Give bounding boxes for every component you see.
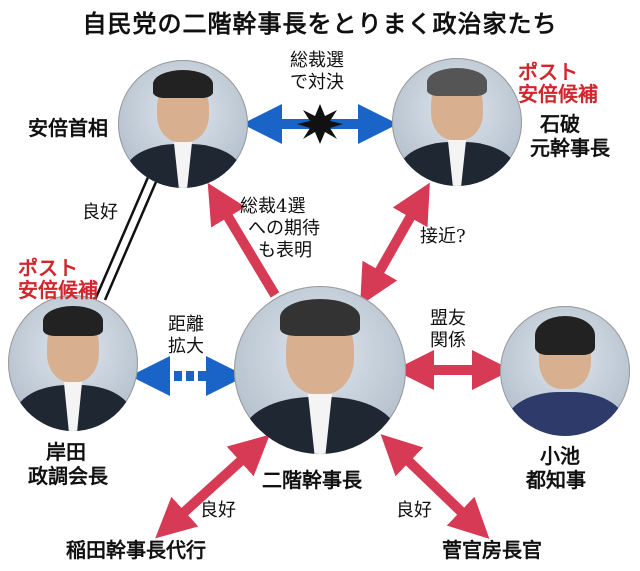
label-koike-line1: 小池 <box>540 444 580 468</box>
tag-kishida-line2: 安倍候補 <box>18 278 98 302</box>
label-abe: 安倍首相 <box>28 116 108 140</box>
page-title: 自民党の二階幹事長をとりまく政治家たち <box>82 10 558 38</box>
arrow-nikai-inada <box>155 434 270 539</box>
label-ishiba-line2: 元幹事長 <box>530 136 610 160</box>
clash-burst-icon <box>297 104 343 144</box>
note-nikai-abe-line1: 総裁4選 <box>240 196 306 217</box>
arrow-nikai-abe <box>207 182 280 298</box>
label-nikai: 二階幹事長 <box>262 468 362 492</box>
label-koike-line2: 都知事 <box>526 468 586 492</box>
label-ishiba-line1: 石破 <box>540 112 580 136</box>
line-abe-kishida-b <box>103 167 164 301</box>
tag-ishiba-line2: 安倍候補 <box>518 82 598 106</box>
note-nikai-koike-line2: 関係 <box>430 330 466 351</box>
photo-abe <box>118 60 248 188</box>
label-suga: 菅官房長官 <box>442 538 542 562</box>
photo-kishida <box>8 295 138 431</box>
note-nikai-abe-line2: への期待 <box>248 218 320 239</box>
note-nikai-inada: 良好 <box>200 500 236 521</box>
arrow-nikai-ishiba <box>360 182 430 306</box>
photo-nikai <box>234 286 406 454</box>
tag-ishiba-line1: ポスト <box>518 60 578 84</box>
line-abe-kishida-a <box>93 167 154 301</box>
note-nikai-kishida-line2: 拡大 <box>168 336 204 357</box>
note-abe-ishiba-line1: 総裁選 <box>290 50 344 71</box>
tag-kishida-line1: ポスト <box>18 256 78 280</box>
note-nikai-kishida-line1: 距離 <box>168 314 204 335</box>
photo-ishiba <box>392 58 522 186</box>
arrow-nikai-suga <box>380 434 490 539</box>
note-nikai-ishiba: 接近? <box>420 226 466 247</box>
note-nikai-koike-line1: 盟友 <box>430 308 466 329</box>
label-inada: 稲田幹事長代行 <box>66 538 206 562</box>
label-kishida-line1: 岸田 <box>46 440 86 464</box>
note-nikai-suga: 良好 <box>396 500 432 521</box>
label-kishida-line2: 政調会長 <box>28 464 108 488</box>
photo-koike <box>500 306 630 436</box>
note-nikai-abe-line3: も表明 <box>258 240 312 261</box>
note-abe-ishiba-line2: で対決 <box>290 72 344 93</box>
note-abe-kishida: 良好 <box>82 202 118 223</box>
